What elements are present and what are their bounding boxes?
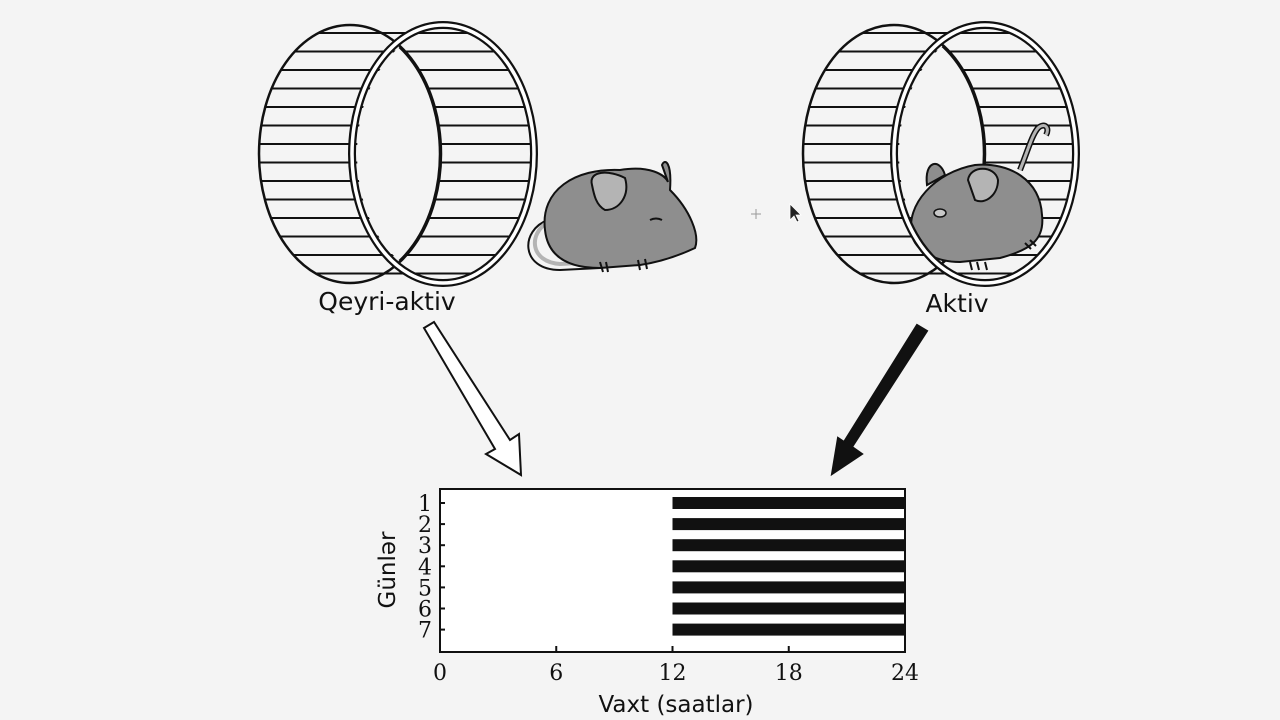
activity-bar-day-2 (672, 518, 905, 531)
crosshair-icon (751, 209, 761, 219)
y-tick-label: 3 (418, 534, 432, 559)
y-tick-label: 2 (418, 513, 432, 538)
activity-bar-day-3 (672, 539, 905, 552)
arrow-solid-icon (830, 323, 929, 477)
y-tick-label: 5 (418, 576, 432, 601)
x-tick-label: 6 (549, 661, 563, 686)
arrow-hollow-icon (422, 320, 523, 477)
y-tick-label: 6 (418, 598, 432, 623)
wheel-front-ring (890, 21, 1080, 287)
x-tick-label: 18 (775, 661, 803, 686)
y-tick-label: 1 (418, 492, 432, 517)
x-tick-label: 24 (891, 661, 919, 686)
x-axis-label: Vaxt (saatlar) (598, 692, 753, 718)
x-tick-label: 0 (433, 661, 447, 686)
wheel-inner-opening (357, 30, 442, 278)
activity-bar-day-1 (672, 497, 905, 509)
y-axis-label: Günlər (375, 531, 401, 609)
label-active: Aktiv (925, 289, 988, 318)
label-inactive: Qeyri-aktiv (318, 287, 456, 316)
activity-bar-day-5 (672, 581, 905, 594)
y-tick-label: 7 (418, 619, 432, 644)
cursor-icon (789, 203, 802, 223)
mouse-resting (527, 161, 698, 273)
exercise-wheel-inactive (257, 21, 538, 287)
y-tick-label: 4 (418, 555, 432, 580)
activity-bar-day-4 (672, 560, 905, 573)
x-tick-label: 12 (659, 661, 687, 686)
activity-bar-day-6 (672, 602, 905, 615)
mouse-running (909, 122, 1051, 271)
activity-bar-day-7 (672, 623, 905, 636)
